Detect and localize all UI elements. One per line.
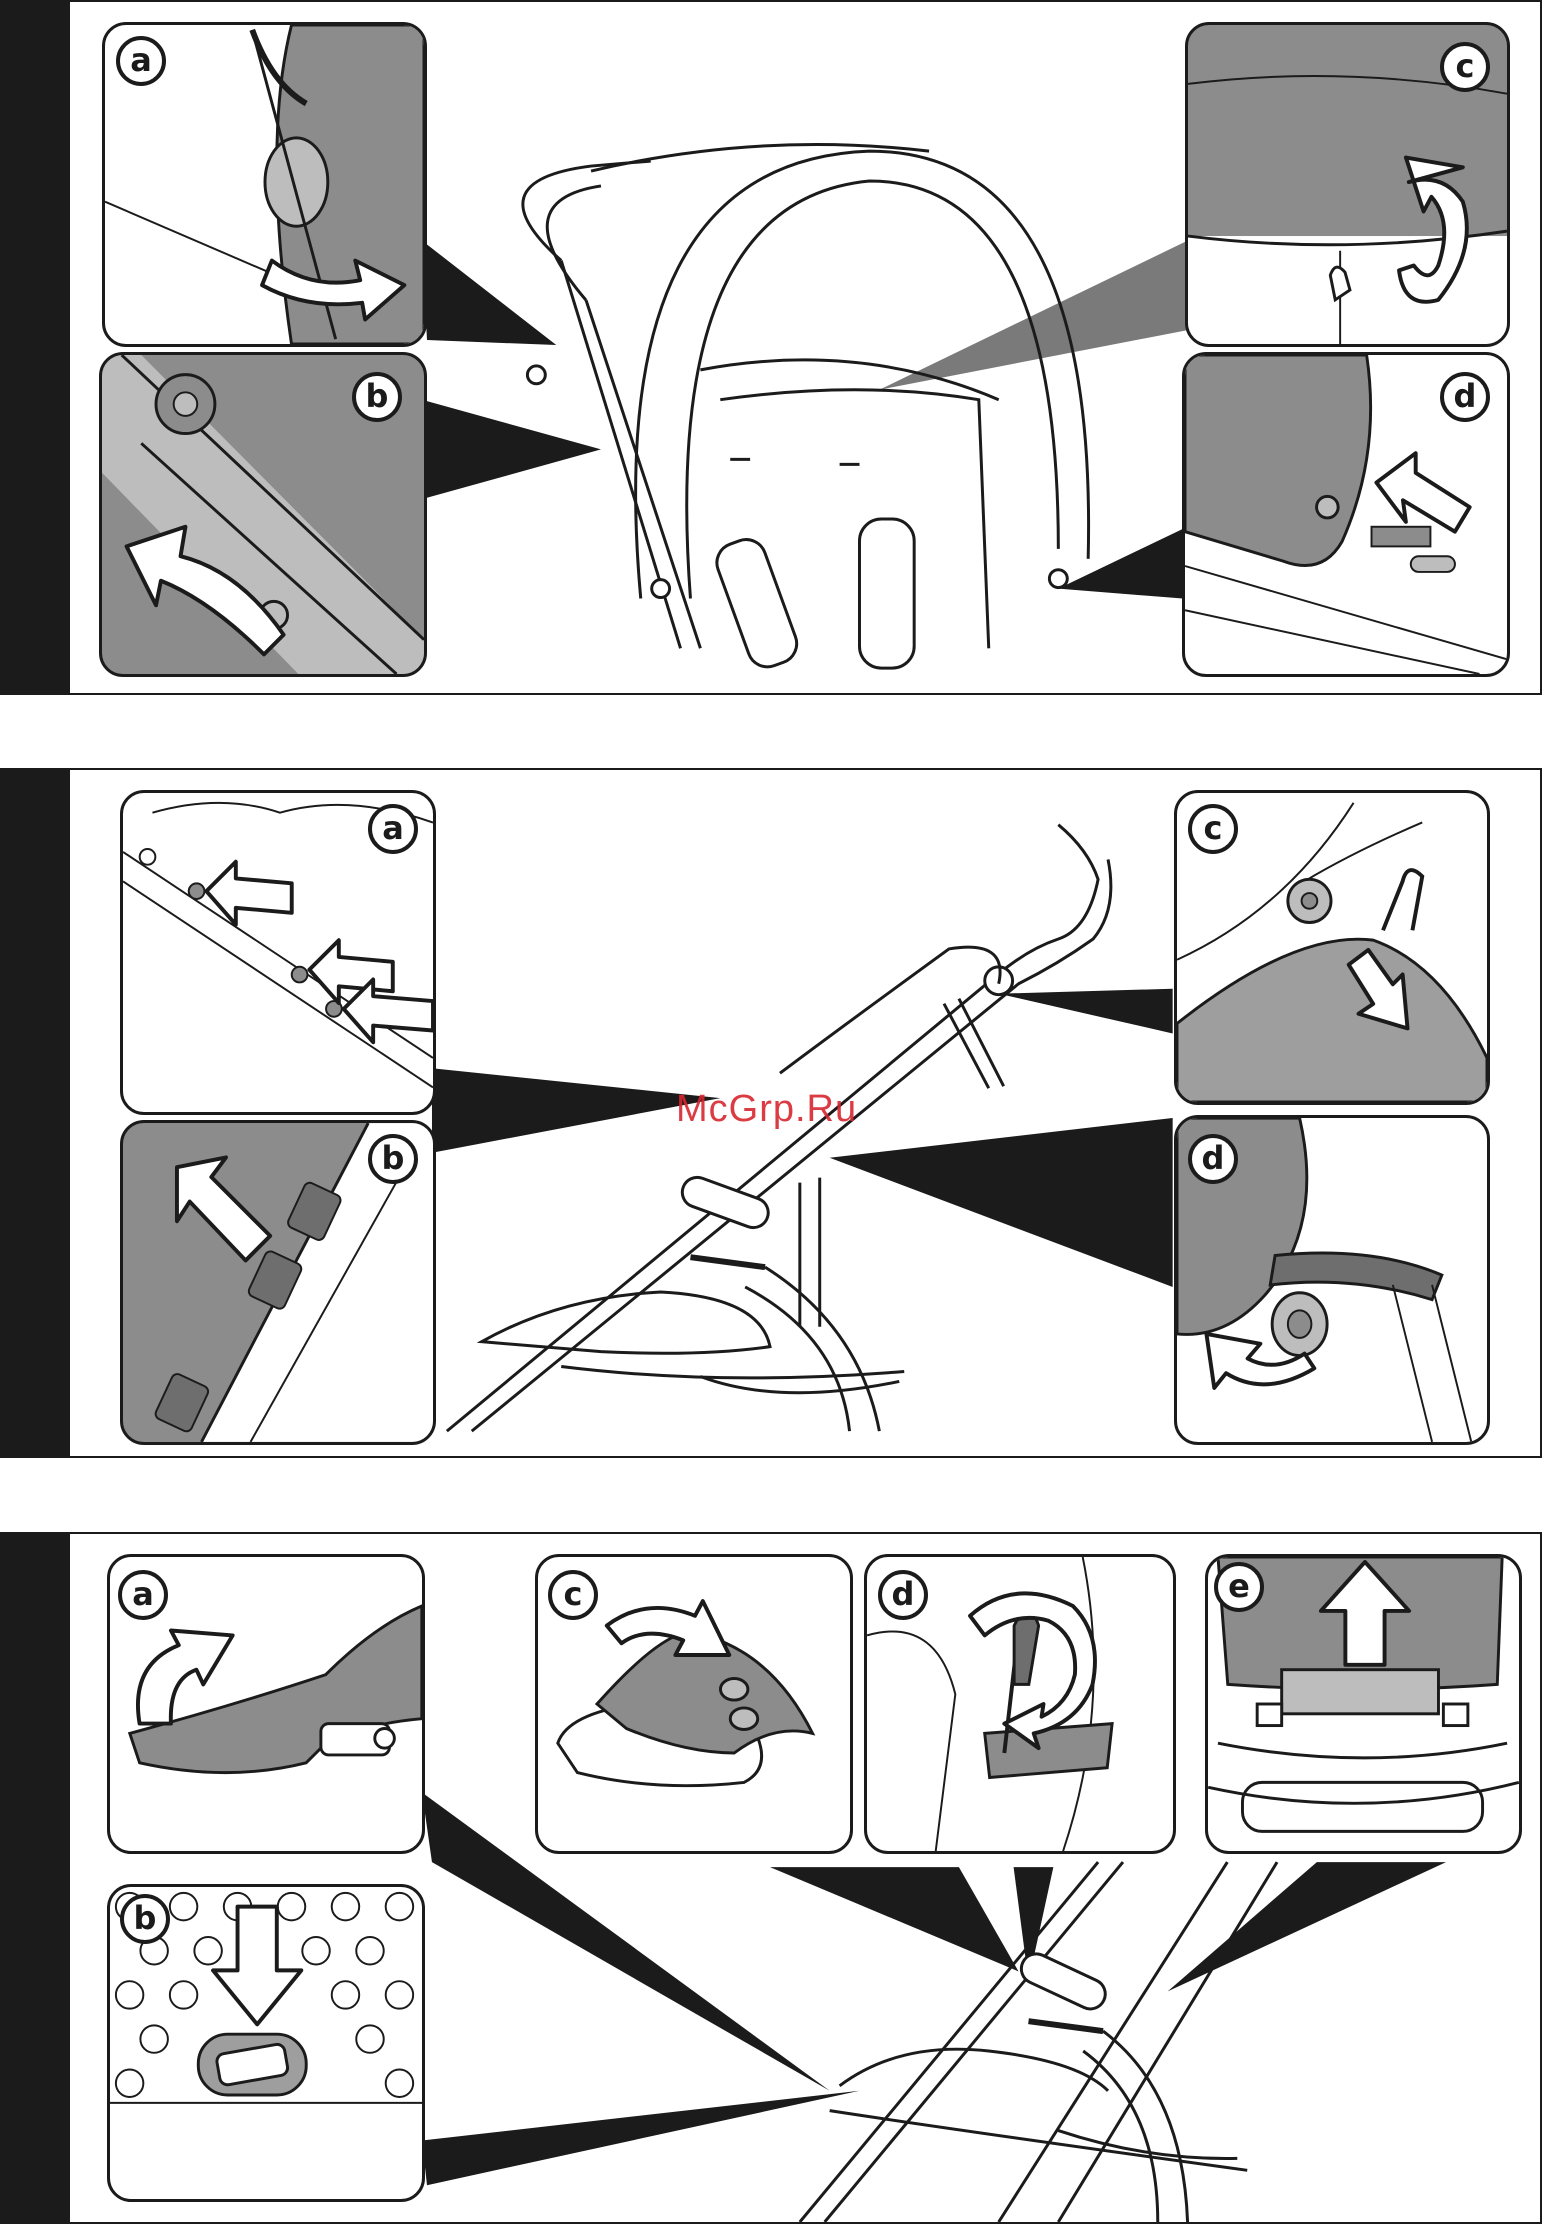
figure-2-badge-c: c (1188, 804, 1238, 854)
figure-1-badge-a: a (116, 36, 166, 86)
figure-3-badge-e: e (1214, 1562, 1264, 1612)
figure-1-badge-b: b (352, 372, 402, 422)
figure-3-panel: a b c d e (0, 1532, 1542, 2224)
figure-3-badge-a: a (118, 1570, 168, 1620)
figure-2-badge-d: d (1188, 1134, 1238, 1184)
figure-1-badge-d: d (1440, 372, 1490, 422)
figure-3-badge-b: b (120, 1894, 170, 1944)
figure-2-badge-b: b (368, 1134, 418, 1184)
figure-1-badge-c: c (1440, 42, 1490, 92)
figure-2-badge-a: a (368, 804, 418, 854)
figure-1-panel: a b c d (0, 0, 1542, 695)
watermark: McGrp.Ru (676, 1088, 857, 1131)
figure-3-badge-d: d (878, 1570, 928, 1620)
figure-3-badge-c: c (548, 1570, 598, 1620)
